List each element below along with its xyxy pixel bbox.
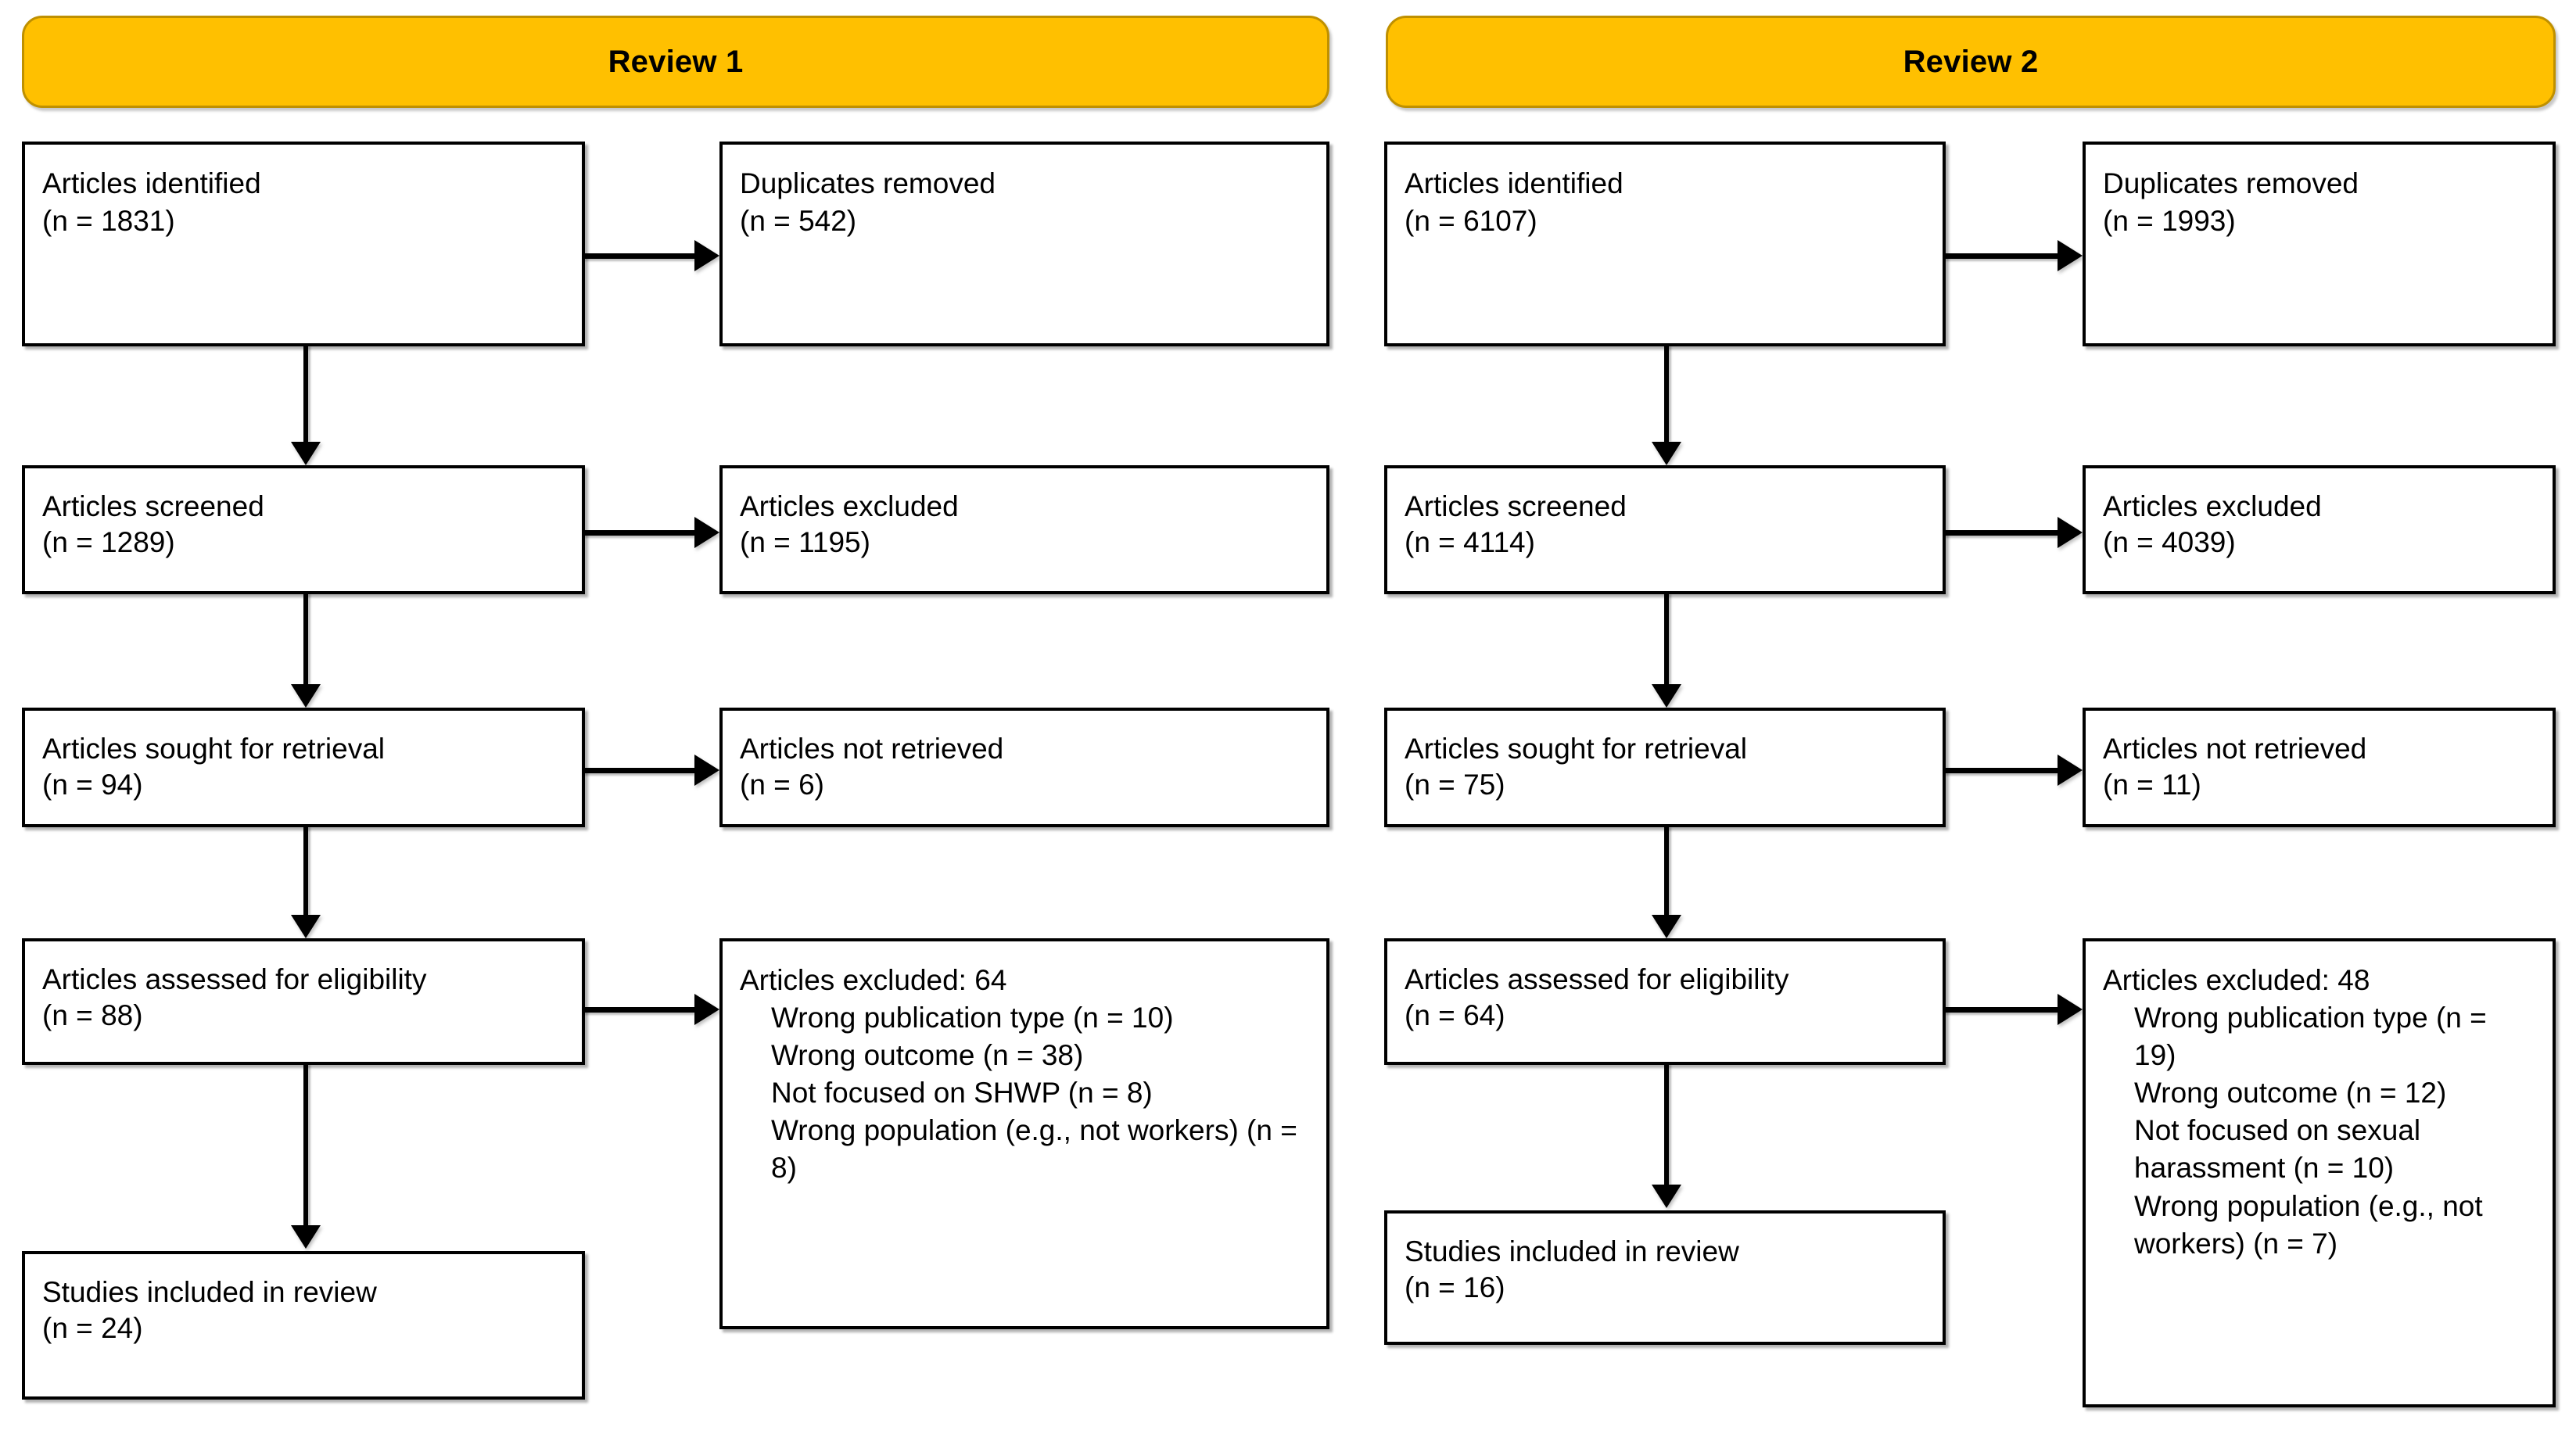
r1-studies-included-box: Studies included in review (n = 24): [22, 1251, 585, 1400]
review-1-header-banner: Review 1: [22, 16, 1329, 108]
r2-articles-screened-title: Articles screened: [1405, 490, 1627, 522]
r1-articles-excluded-box: Articles excluded (n = 1195): [719, 465, 1329, 594]
r1-duplicates-removed-box: Duplicates removed (n = 542): [719, 142, 1329, 346]
r2-studies-included-title: Studies included in review: [1405, 1235, 1739, 1267]
r2-studies-included-box: Studies included in review (n = 16): [1384, 1210, 1946, 1345]
r2-articles-sought-title: Articles sought for retrieval: [1405, 733, 1748, 765]
r1-articles-assessed-title: Articles assessed for eligibility: [42, 963, 427, 995]
r1-excluded-detail-title: Articles excluded: 64: [740, 964, 1007, 996]
r1-articles-assessed-box: Articles assessed for eligibility (n = 8…: [22, 938, 585, 1065]
r1-excluded-reason-2: Not focused on SHWP (n = 8): [771, 1077, 1153, 1110]
r1-studies-included-count: (n = 24): [42, 1311, 143, 1344]
r1-articles-identified-title: Articles identified: [42, 167, 261, 199]
r1-articles-screened-title: Articles screened: [42, 490, 264, 522]
r2-excluded-reason-2: Not focused on sexual harassment (n = 10…: [2134, 1114, 2429, 1185]
r2-articles-assessed-box: Articles assessed for eligibility (n = 6…: [1384, 938, 1946, 1065]
r2-articles-screened-box: Articles screened (n = 4114): [1384, 465, 1946, 594]
r1-articles-screened-count: (n = 1289): [42, 525, 175, 558]
r1-excluded-reason-1: Wrong outcome (n = 38): [771, 1039, 1084, 1072]
r2-articles-not-retrieved-box: Articles not retrieved (n = 11): [2083, 708, 2556, 827]
r1-studies-included-title: Studies included in review: [42, 1276, 377, 1308]
r2-articles-identified-count: (n = 6107): [1405, 205, 1537, 238]
r1-articles-not-retrieved-title: Articles not retrieved: [740, 733, 1004, 765]
r2-duplicates-removed-title: Duplicates removed: [2103, 167, 2359, 199]
r1-articles-assessed-count: (n = 88): [42, 998, 143, 1031]
r2-studies-included-count: (n = 16): [1405, 1271, 1505, 1303]
r1-articles-sought-box: Articles sought for retrieval (n = 94): [22, 708, 585, 827]
r2-articles-assessed-title: Articles assessed for eligibility: [1405, 963, 1789, 995]
r1-excluded-reason-3: Wrong population (e.g., not workers) (n …: [771, 1114, 1306, 1185]
r1-articles-sought-count: (n = 94): [42, 768, 143, 801]
r1-articles-sought-title: Articles sought for retrieval: [42, 733, 386, 765]
r1-articles-identified-box: Articles identified (n = 1831): [22, 142, 585, 346]
r2-articles-excluded-box: Articles excluded (n = 4039): [2083, 465, 2556, 594]
r2-articles-not-retrieved-count: (n = 11): [2103, 768, 2201, 801]
r2-excluded-detail-title: Articles excluded: 48: [2103, 964, 2370, 996]
r2-excluded-reason-3: Wrong population (e.g., not workers) (n …: [2134, 1189, 2491, 1260]
r2-excluded-reason-1: Wrong outcome (n = 12): [2134, 1077, 2447, 1110]
r2-articles-screened-count: (n = 4114): [1405, 525, 1535, 558]
r2-duplicates-removed-box: Duplicates removed (n = 1993): [2083, 142, 2556, 346]
r1-articles-identified-count: (n = 1831): [42, 205, 175, 238]
review-2-header-banner: Review 2: [1386, 16, 2556, 108]
r2-articles-identified-box: Articles identified (n = 6107): [1384, 142, 1946, 346]
r2-articles-excluded-detail-box: Articles excluded: 48 Wrong publication …: [2083, 938, 2556, 1407]
review-1-header-label: Review 1: [608, 45, 744, 79]
r2-articles-sought-count: (n = 75): [1405, 768, 1505, 801]
r2-articles-assessed-count: (n = 64): [1405, 998, 1505, 1031]
r2-duplicates-removed-count: (n = 1993): [2103, 205, 2236, 238]
r2-articles-excluded-count: (n = 4039): [2103, 525, 2236, 558]
r1-articles-not-retrieved-count: (n = 6): [740, 768, 824, 801]
r1-duplicates-removed-count: (n = 542): [740, 205, 857, 238]
r2-articles-sought-box: Articles sought for retrieval (n = 75): [1384, 708, 1946, 827]
r1-articles-excluded-count: (n = 1195): [740, 525, 870, 558]
r2-articles-excluded-title: Articles excluded: [2103, 490, 2322, 522]
r1-excluded-reason-0: Wrong publication type (n = 10): [771, 1002, 1174, 1034]
r1-articles-excluded-title: Articles excluded: [740, 490, 959, 522]
r1-articles-excluded-detail-box: Articles excluded: 64 Wrong publication …: [719, 938, 1329, 1329]
r2-articles-identified-title: Articles identified: [1405, 167, 1623, 199]
r1-articles-screened-box: Articles screened (n = 1289): [22, 465, 585, 594]
r1-articles-not-retrieved-box: Articles not retrieved (n = 6): [719, 708, 1329, 827]
r1-duplicates-removed-title: Duplicates removed: [740, 167, 996, 199]
r2-excluded-reason-0: Wrong publication type (n = 19): [2134, 1002, 2495, 1072]
review-2-header-label: Review 2: [1903, 45, 2039, 79]
r2-articles-not-retrieved-title: Articles not retrieved: [2103, 733, 2367, 765]
